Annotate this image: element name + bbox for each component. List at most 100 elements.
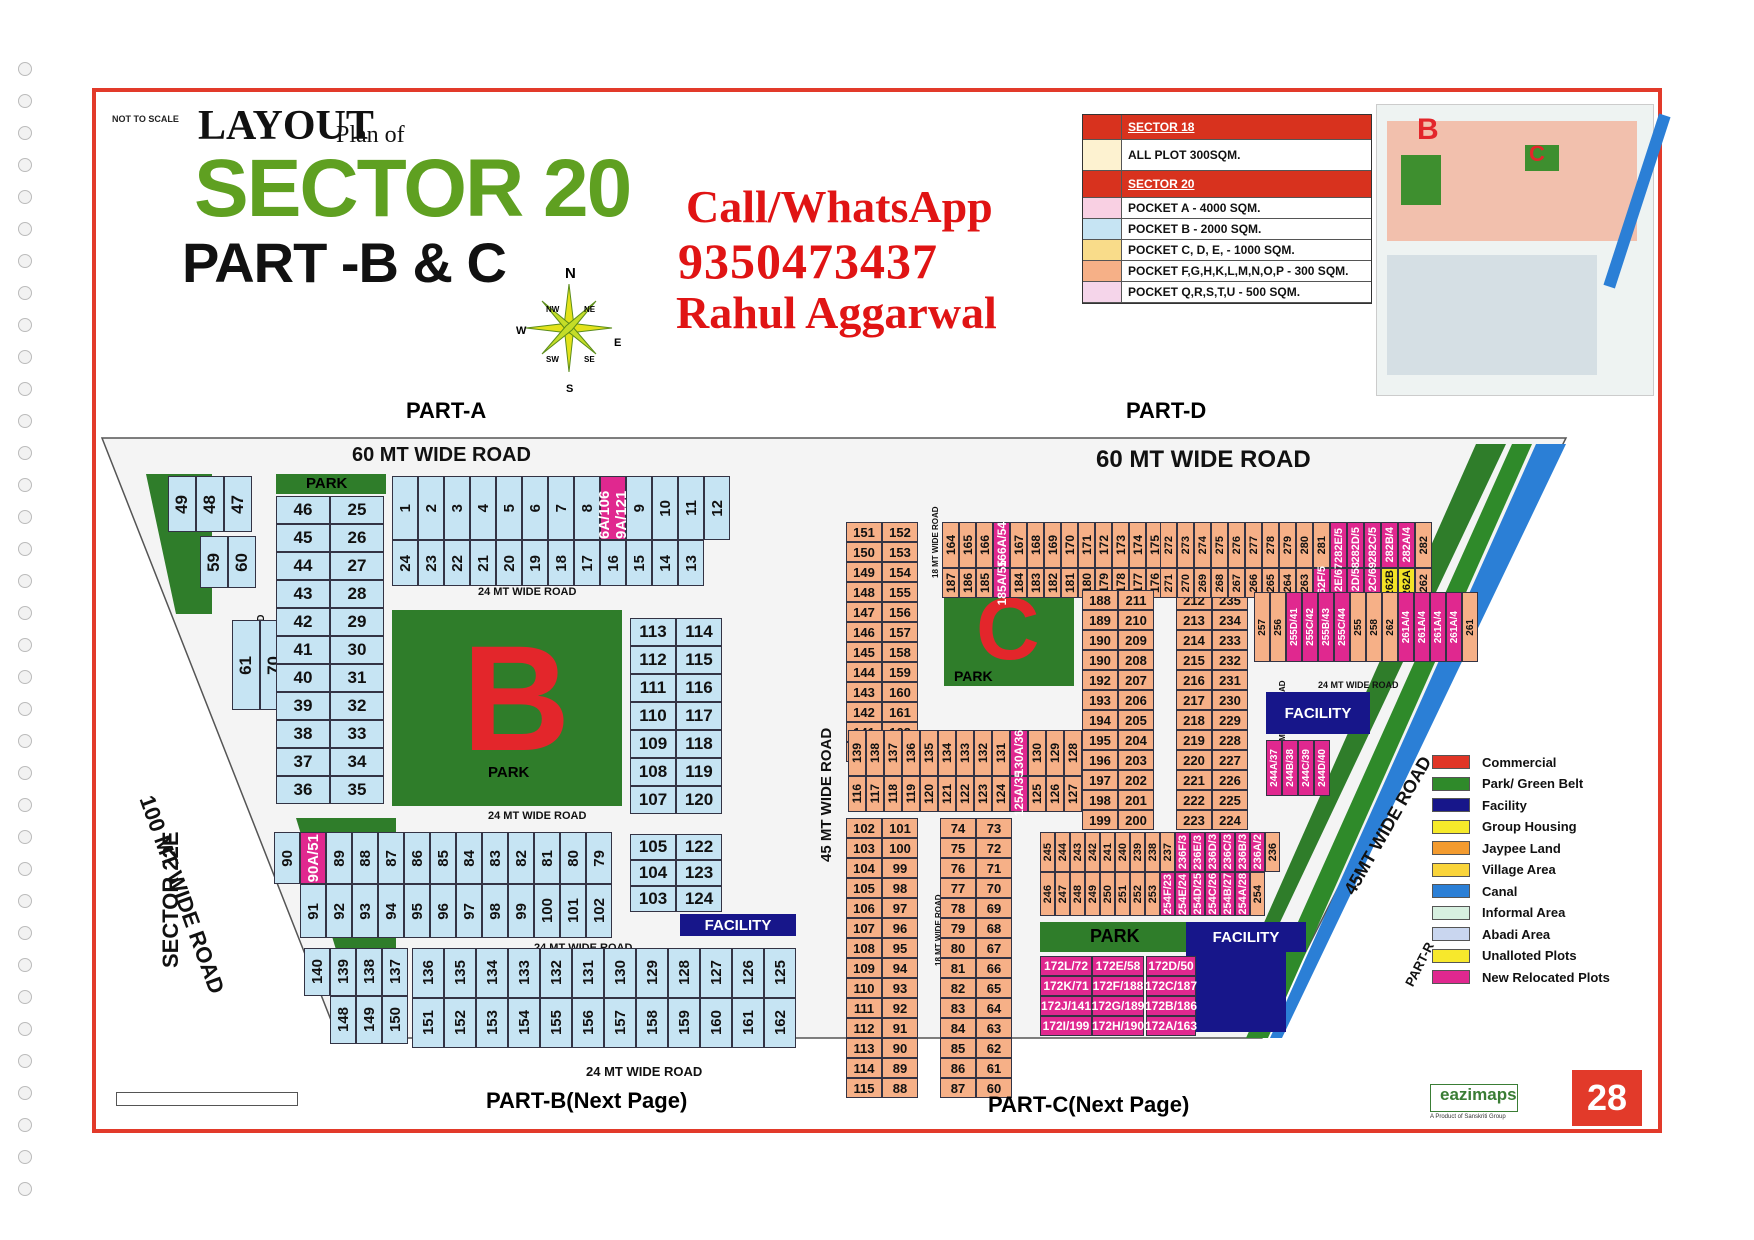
- plot[interactable]: 17: [574, 540, 600, 586]
- plot[interactable]: 224: [1212, 810, 1248, 830]
- plot[interactable]: 82: [508, 832, 534, 884]
- plot[interactable]: 209: [1118, 630, 1154, 650]
- plot[interactable]: 113: [630, 618, 676, 646]
- plot[interactable]: 126: [1046, 776, 1064, 812]
- plot[interactable]: 130: [1028, 730, 1046, 776]
- plot[interactable]: 159: [668, 998, 700, 1048]
- plot[interactable]: 21: [470, 540, 496, 586]
- plot[interactable]: 162: [764, 998, 796, 1048]
- plot[interactable]: 35: [330, 776, 384, 804]
- plot[interactable]: 158: [636, 998, 668, 1048]
- plot[interactable]: 134: [476, 948, 508, 998]
- plot[interactable]: 67: [976, 938, 1012, 958]
- plot[interactable]: 254: [1250, 872, 1265, 916]
- plot[interactable]: 123: [974, 776, 992, 812]
- plot[interactable]: 30: [330, 636, 384, 664]
- plot[interactable]: 244B/38: [1282, 740, 1298, 796]
- plot[interactable]: 270: [1177, 568, 1194, 598]
- plot[interactable]: 168: [1027, 522, 1044, 568]
- plot[interactable]: 172G/189: [1092, 996, 1144, 1016]
- plot[interactable]: 127: [1064, 776, 1082, 812]
- plot[interactable]: 76: [940, 858, 976, 878]
- plot[interactable]: 166A/54: [993, 522, 1010, 568]
- plot[interactable]: 159: [882, 662, 918, 682]
- plot[interactable]: 220: [1176, 750, 1212, 770]
- plot[interactable]: 172H/190: [1092, 1016, 1144, 1036]
- plot[interactable]: 73: [976, 818, 1012, 838]
- plot[interactable]: 110: [630, 702, 676, 730]
- plot[interactable]: 95: [404, 884, 430, 938]
- plot[interactable]: 273: [1177, 522, 1194, 568]
- plot[interactable]: 136: [412, 948, 444, 998]
- plot[interactable]: 278: [1262, 522, 1279, 568]
- plot[interactable]: 146: [846, 622, 882, 642]
- plot[interactable]: 89: [882, 1058, 918, 1078]
- plot[interactable]: 77: [940, 878, 976, 898]
- plot[interactable]: 236D/3: [1205, 832, 1220, 872]
- plot[interactable]: 148: [330, 996, 356, 1044]
- plot[interactable]: 214: [1176, 630, 1212, 650]
- plot[interactable]: 64: [976, 998, 1012, 1018]
- plot[interactable]: 253: [1145, 872, 1160, 916]
- plot[interactable]: 98: [882, 878, 918, 898]
- plot[interactable]: 83: [940, 998, 976, 1018]
- plot[interactable]: 79: [586, 832, 612, 884]
- plot[interactable]: 112: [846, 1018, 882, 1038]
- plot[interactable]: 216: [1176, 670, 1212, 690]
- plot[interactable]: 199: [1082, 810, 1118, 830]
- plot[interactable]: 32: [330, 692, 384, 720]
- plot[interactable]: 39: [276, 692, 330, 720]
- plot[interactable]: 172: [1095, 522, 1112, 568]
- plot[interactable]: 223: [1176, 810, 1212, 830]
- plot[interactable]: 230: [1212, 690, 1248, 710]
- plot[interactable]: 161: [732, 998, 764, 1048]
- plot[interactable]: 206: [1118, 690, 1154, 710]
- plot[interactable]: 114: [846, 1058, 882, 1078]
- plot[interactable]: 20: [496, 540, 522, 586]
- plot[interactable]: 238: [1145, 832, 1160, 872]
- plot[interactable]: 69: [976, 898, 1012, 918]
- plot[interactable]: 172D/50: [1146, 956, 1196, 976]
- plot[interactable]: 227: [1212, 750, 1248, 770]
- plot[interactable]: 44: [276, 552, 330, 580]
- plot[interactable]: 266: [1245, 568, 1262, 598]
- plot[interactable]: 269: [1194, 568, 1211, 598]
- plot[interactable]: 98: [482, 884, 508, 938]
- plot[interactable]: 186: [959, 568, 976, 598]
- plot[interactable]: 99: [508, 884, 534, 938]
- plot[interactable]: 122: [676, 834, 722, 860]
- plot[interactable]: 16: [600, 540, 626, 586]
- plot[interactable]: 96: [882, 918, 918, 938]
- plot[interactable]: 2: [418, 476, 444, 540]
- plot[interactable]: 129: [636, 948, 668, 998]
- plot[interactable]: 1: [392, 476, 418, 540]
- plot[interactable]: 195: [1082, 730, 1118, 750]
- plot[interactable]: 116: [676, 674, 722, 702]
- plot[interactable]: 72: [976, 838, 1012, 858]
- plot[interactable]: 87: [940, 1078, 976, 1098]
- plot[interactable]: 124: [676, 886, 722, 912]
- plot[interactable]: 172I/199: [1040, 1016, 1092, 1036]
- plot[interactable]: 95: [882, 938, 918, 958]
- plot[interactable]: 248: [1070, 872, 1085, 916]
- plot[interactable]: 192: [1082, 670, 1118, 690]
- plot[interactable]: 108: [846, 938, 882, 958]
- plot[interactable]: 236F/3: [1175, 832, 1190, 872]
- plot[interactable]: 243: [1070, 832, 1085, 872]
- plot[interactable]: 94: [882, 958, 918, 978]
- plot[interactable]: 215: [1176, 650, 1212, 670]
- plot[interactable]: 185A/55: [993, 560, 1010, 606]
- plot[interactable]: 236: [1265, 832, 1280, 872]
- plot[interactable]: 255C/44: [1334, 592, 1350, 662]
- plot[interactable]: 26: [330, 524, 384, 552]
- plot[interactable]: 148: [846, 582, 882, 602]
- plot[interactable]: 107: [630, 786, 676, 814]
- plot[interactable]: 252: [1130, 872, 1145, 916]
- plot[interactable]: 135: [444, 948, 476, 998]
- plot[interactable]: 153: [882, 542, 918, 562]
- plot[interactable]: 120: [920, 776, 938, 812]
- plot[interactable]: 276: [1228, 522, 1245, 568]
- plot[interactable]: 174: [1129, 522, 1146, 568]
- plot[interactable]: 108: [630, 758, 676, 786]
- plot[interactable]: 90: [274, 832, 300, 884]
